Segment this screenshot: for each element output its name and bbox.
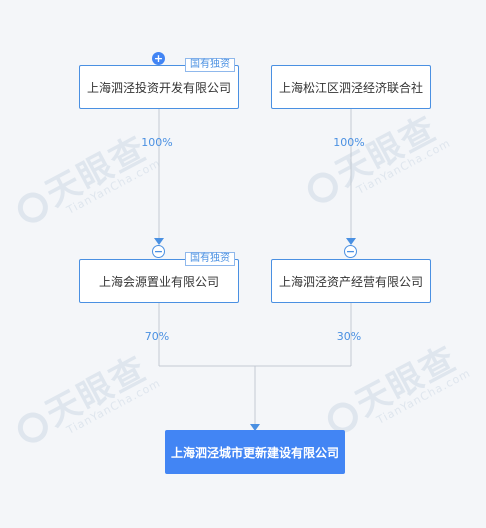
state-owned-badge: 国有独资	[185, 252, 235, 266]
edge-label-n2-n4: 100%	[333, 136, 365, 149]
minus-circle-icon[interactable]: −	[152, 245, 165, 258]
node-name: 上海泗泾城市更新建设有限公司	[170, 445, 339, 460]
arrow-down-icon	[346, 238, 356, 245]
edge-label-n3-target: 70%	[144, 330, 170, 343]
node-name: 上海泗泾投资开发有限公司	[86, 80, 231, 95]
arrow-down-icon	[154, 238, 164, 245]
node-name: 上海会源置业有限公司	[98, 274, 219, 289]
state-owned-badge: 国有独资	[185, 58, 235, 72]
edge-label-n4-target: 30%	[336, 330, 362, 343]
edge-label-n1-n3: 100%	[141, 136, 173, 149]
node-name: 上海泗泾资产经营有限公司	[278, 274, 423, 289]
target-company-node[interactable]: 上海泗泾城市更新建设有限公司	[165, 430, 345, 474]
company-node-sijing-economic-union[interactable]: 上海松江区泗泾经济联合社	[271, 65, 431, 109]
minus-circle-icon[interactable]: −	[344, 245, 357, 258]
arrow-down-icon	[250, 424, 260, 431]
node-name: 上海松江区泗泾经济联合社	[278, 80, 423, 95]
company-node-huiyuan-realestate[interactable]: 上海会源置业有限公司	[79, 259, 239, 303]
company-node-sijing-investment[interactable]: 上海泗泾投资开发有限公司	[79, 65, 239, 109]
company-node-sijing-asset-management[interactable]: 上海泗泾资产经营有限公司	[271, 259, 431, 303]
plus-circle-icon[interactable]: +	[152, 52, 165, 65]
